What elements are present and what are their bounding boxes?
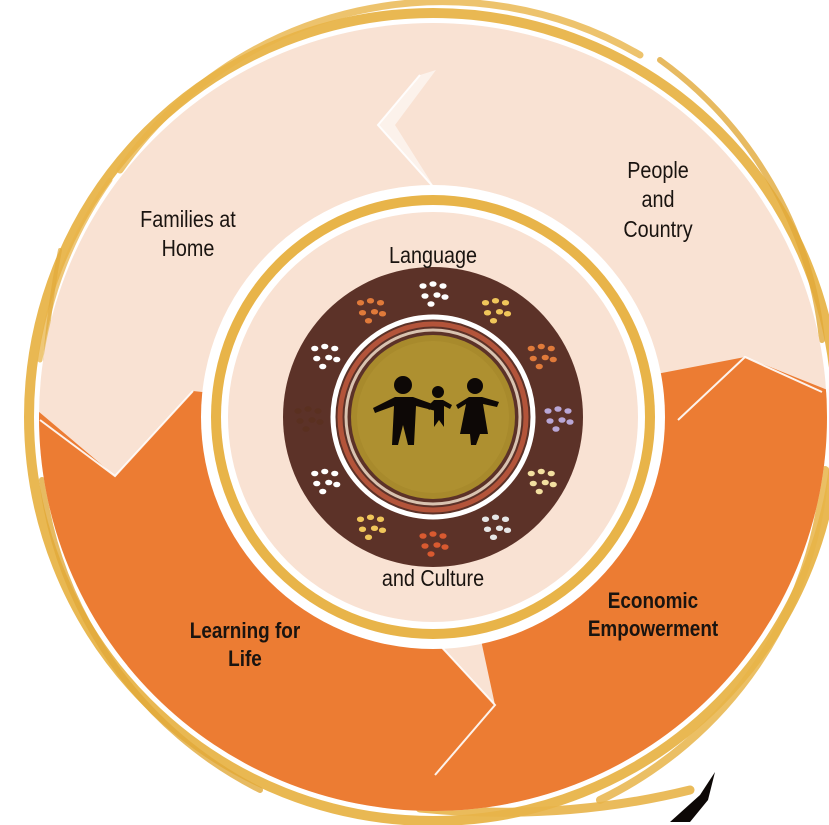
- artwork-dot: [503, 310, 512, 317]
- artwork-dot: [483, 309, 492, 316]
- artwork-dot: [376, 516, 385, 523]
- artwork-dot: [314, 408, 322, 414]
- artwork-dot: [319, 363, 327, 370]
- artwork-dot: [319, 488, 327, 495]
- label-learning-for-life: Learning for Life: [189, 618, 301, 672]
- artwork-dot: [427, 301, 435, 307]
- label-and-culture: and Culture: [381, 565, 485, 591]
- artwork-dot: [378, 527, 387, 534]
- people-figures: [373, 376, 499, 445]
- artwork-dot: [325, 354, 333, 361]
- artwork-dot: [495, 525, 504, 532]
- label-language: Language: [388, 242, 478, 268]
- artwork-dot: [529, 480, 537, 487]
- brush-ring: [24, 0, 829, 825]
- artwork-dot: [325, 479, 333, 486]
- artwork-dot: [527, 345, 535, 352]
- artwork-dot: [503, 527, 512, 534]
- artwork-dot: [358, 309, 367, 316]
- brush-mark: [670, 772, 715, 822]
- artwork-dot: [421, 543, 429, 549]
- artwork-dot: [554, 406, 562, 412]
- artwork-dot: [529, 355, 537, 362]
- artwork-dot: [547, 345, 555, 352]
- artwork-dot: [419, 533, 427, 539]
- artwork-dot: [358, 526, 367, 533]
- artwork-dot: [501, 299, 510, 306]
- separator-left: [39, 390, 194, 478]
- artwork-dot: [547, 470, 555, 477]
- artwork-dot: [366, 514, 375, 521]
- artwork-dot: [433, 292, 441, 298]
- artwork-dot: [331, 345, 339, 352]
- artwork-dot: [366, 297, 375, 304]
- artwork-dot: [313, 355, 321, 362]
- artwork-dot: [376, 299, 385, 306]
- artwork-dot: [427, 551, 435, 557]
- artwork-dot: [481, 516, 490, 523]
- artwork-dot: [501, 516, 510, 523]
- aboriginal-artwork: [283, 267, 583, 567]
- artwork-dot: [421, 293, 429, 299]
- artwork-dot: [296, 418, 304, 424]
- artwork-dot: [321, 468, 329, 475]
- artwork-dot: [433, 542, 441, 548]
- artwork-dot: [441, 544, 449, 550]
- artwork-dot: [552, 426, 560, 432]
- separator-right: [677, 355, 823, 421]
- artwork-dot: [356, 516, 365, 523]
- separator-bottom: [434, 639, 497, 776]
- artwork-dot: [321, 343, 329, 350]
- artwork-dot: [294, 408, 302, 414]
- artwork-dot: [419, 283, 427, 289]
- artwork-dot: [549, 356, 557, 363]
- artwork-dot: [429, 531, 437, 537]
- label-economic-empowerment: Economic Empowerment: [587, 588, 719, 642]
- artwork-dot: [491, 514, 500, 521]
- artwork-dot: [535, 488, 543, 495]
- artwork-dot: [544, 408, 552, 414]
- label-families-at-home: Families at Home: [140, 206, 236, 262]
- artwork-dot: [537, 468, 545, 475]
- artwork-dot: [378, 310, 387, 317]
- artwork-dot: [302, 426, 310, 432]
- artwork-dot: [370, 308, 379, 315]
- artwork-dot: [566, 419, 574, 425]
- artwork-dot: [558, 417, 566, 423]
- artwork-dot: [535, 363, 543, 370]
- artwork-dot: [308, 417, 316, 423]
- artwork-dot: [304, 406, 312, 412]
- artwork-dot: [333, 481, 341, 488]
- artwork-dot: [331, 470, 339, 477]
- artwork-dot: [439, 283, 447, 289]
- artwork-dot: [549, 481, 557, 488]
- artwork-dot: [495, 308, 504, 315]
- artwork-dot: [311, 470, 319, 477]
- artwork-dot: [489, 317, 498, 324]
- artwork-dot: [311, 345, 319, 352]
- artwork-dot: [546, 418, 554, 424]
- artwork-dot: [313, 480, 321, 487]
- artwork-dot: [333, 356, 341, 363]
- label-people-and-country: People and Country: [623, 157, 693, 242]
- artwork-dot: [541, 479, 549, 486]
- artwork-dot: [483, 526, 492, 533]
- artwork-dot: [439, 533, 447, 539]
- artwork-dot: [537, 343, 545, 350]
- artwork-dot: [481, 299, 490, 306]
- artwork-dot: [527, 470, 535, 477]
- artwork-dot: [364, 534, 373, 541]
- artwork-dot: [489, 534, 498, 541]
- artwork-dot: [541, 354, 549, 361]
- artwork-dot: [491, 297, 500, 304]
- artwork-dot: [564, 408, 572, 414]
- artwork-dot: [356, 299, 365, 306]
- artwork-dot: [370, 525, 379, 532]
- artwork-dot: [316, 419, 324, 425]
- artwork-dot: [364, 317, 373, 324]
- artwork-dot: [441, 294, 449, 300]
- artwork-dot: [429, 281, 437, 287]
